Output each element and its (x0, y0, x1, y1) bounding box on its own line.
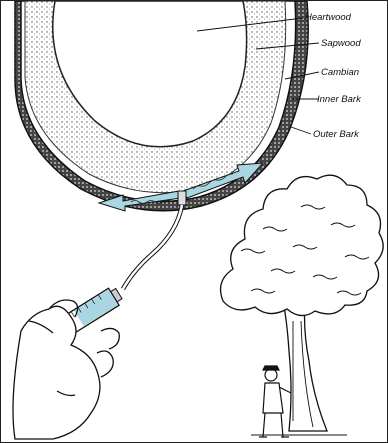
tree-trunk (283, 301, 327, 431)
injection-port (178, 191, 186, 205)
label-sapwood: Sapwood (321, 38, 361, 49)
label-inner-bark: Inner Bark (317, 94, 362, 105)
tree-illustration (221, 175, 384, 431)
person-illustration (259, 366, 291, 437)
label-cambian: Cambian (321, 67, 359, 78)
label-outer-bark: Outer Bark (313, 129, 360, 140)
label-heartwood: Heartwood (305, 12, 352, 23)
hand-illustration (13, 300, 119, 439)
trunk-cross-section (15, 1, 308, 211)
